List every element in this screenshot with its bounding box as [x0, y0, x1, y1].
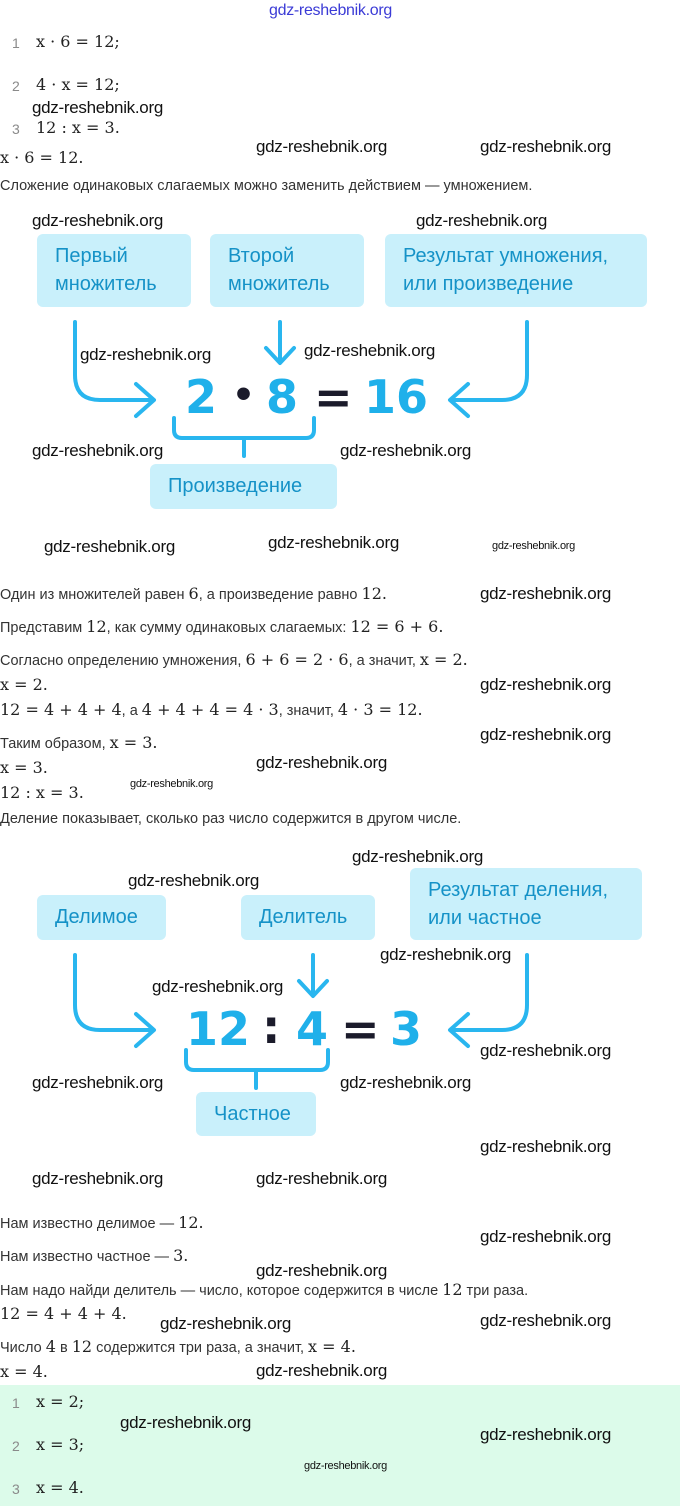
paragraph: Один из множителей равен 6, а произведен…: [0, 584, 387, 604]
paragraph: Нам известно частное — 3.: [0, 1246, 189, 1266]
equation: x · 6 = 12.: [0, 148, 84, 167]
answer-expression: x = 4.: [36, 1478, 84, 1497]
watermark: gdz-reshebnik.org: [32, 211, 163, 230]
watermark: gdz-reshebnik.org: [160, 1314, 291, 1333]
watermark: gdz-reshebnik.org: [340, 441, 471, 460]
watermark: gdz-reshebnik.org: [304, 1460, 387, 1472]
arrowhead: [448, 1012, 470, 1048]
arrowhead: [134, 1012, 156, 1048]
watermark: gdz-reshebnik.org: [32, 1073, 163, 1092]
divide-sign: :: [262, 1000, 281, 1054]
divisor-value: 4: [296, 1002, 329, 1056]
list-number: 1: [12, 1395, 20, 1411]
watermark: gdz-reshebnik.org: [480, 584, 611, 603]
equals-sign: =: [341, 1002, 380, 1056]
factor-a: 2: [185, 370, 218, 424]
list-number: 3: [12, 121, 20, 137]
watermark: gdz-reshebnik.org: [256, 1261, 387, 1280]
arrowhead: [448, 382, 470, 418]
paragraph: 12 = 4 + 4 + 4, а 4 + 4 + 4 = 4 · 3, зна…: [0, 700, 423, 720]
watermark: gdz-reshebnik.org: [492, 540, 575, 552]
paragraph: Нам известно делимое — 12.: [0, 1213, 204, 1233]
watermark: gdz-reshebnik.org: [256, 137, 387, 156]
watermark: gdz-reshebnik.org: [128, 871, 259, 890]
answer-expression: x = 2;: [36, 1392, 85, 1411]
watermark: gdz-reshebnik.org: [32, 1169, 163, 1188]
equals-sign: =: [314, 370, 353, 424]
factor-b: 8: [266, 370, 299, 424]
watermark: gdz-reshebnik.org: [480, 675, 611, 694]
watermark: gdz-reshebnik.org: [480, 1041, 611, 1060]
paragraph: Число 4 в 12 содержится три раза, а знач…: [0, 1337, 356, 1357]
arrow-quotient: [450, 953, 529, 1032]
paragraph: Таким образом, x = 3.: [0, 733, 158, 753]
answer-block: [0, 1385, 680, 1506]
label-first-factor: Первый множитель: [37, 234, 191, 307]
list-number: 2: [12, 1438, 20, 1454]
list-number: 1: [12, 35, 20, 51]
equation: x = 4.: [0, 1362, 48, 1381]
watermark: gdz-reshebnik.org: [304, 341, 435, 360]
multiply-sign: •: [232, 375, 256, 416]
arrow-dividend: [73, 953, 154, 1032]
label-quotient: Частное: [196, 1092, 316, 1136]
watermark: gdz-reshebnik.org: [480, 137, 611, 156]
answer-expression: x = 3;: [36, 1435, 85, 1454]
task-expression: x · 6 = 12;: [36, 32, 120, 51]
label-second-factor: Второй множитель: [210, 234, 364, 307]
dividend-value: 12: [186, 1002, 251, 1056]
watermark: gdz-reshebnik.org: [480, 725, 611, 744]
watermark: gdz-reshebnik.org: [480, 1227, 611, 1246]
arrow-result: [450, 320, 529, 402]
arrowhead: [264, 346, 296, 365]
watermark: gdz-reshebnik.org: [256, 1361, 387, 1380]
watermark[interactable]: gdz-reshebnik.org: [269, 2, 392, 19]
watermark: gdz-reshebnik.org: [416, 211, 547, 230]
equation: 12 : x = 3.: [0, 783, 84, 802]
watermark: gdz-reshebnik.org: [32, 98, 163, 117]
arrowhead: [297, 979, 329, 998]
list-number: 3: [12, 1481, 20, 1497]
equation: x = 2.: [0, 675, 48, 694]
equation: x = 3.: [0, 758, 48, 777]
list-number: 2: [12, 78, 20, 94]
product-value: 16: [364, 370, 429, 424]
paragraph: Деление показывает, сколько раз число со…: [0, 811, 462, 827]
quotient-value: 3: [390, 1002, 423, 1056]
paragraph: Согласно определению умножения, 6 + 6 = …: [0, 650, 468, 670]
watermark: gdz-reshebnik.org: [268, 533, 399, 552]
watermark: gdz-reshebnik.org: [340, 1073, 471, 1092]
task-expression: 12 : x = 3.: [36, 118, 120, 137]
watermark: gdz-reshebnik.org: [32, 441, 163, 460]
arrowhead: [134, 382, 156, 418]
watermark: gdz-reshebnik.org: [256, 1169, 387, 1188]
label-quotient-result: Результат деления, или частное: [410, 868, 642, 940]
label-product-result: Результат умножения, или произведение: [385, 234, 647, 307]
watermark: gdz-reshebnik.org: [380, 945, 511, 964]
label-divisor: Делитель: [241, 895, 375, 940]
watermark: gdz-reshebnik.org: [352, 847, 483, 866]
paragraph: Представим 12, как сумму одинаковых слаг…: [0, 617, 444, 637]
watermark: gdz-reshebnik.org: [256, 753, 387, 772]
watermark: gdz-reshebnik.org: [120, 1413, 251, 1432]
label-dividend: Делимое: [37, 895, 166, 940]
watermark: gdz-reshebnik.org: [480, 1137, 611, 1156]
task-expression: 4 · x = 12;: [36, 75, 120, 94]
watermark: gdz-reshebnik.org: [44, 537, 175, 556]
watermark: gdz-reshebnik.org: [152, 977, 283, 996]
watermark: gdz-reshebnik.org: [130, 778, 213, 790]
watermark: gdz-reshebnik.org: [480, 1311, 611, 1330]
paragraph: Сложение одинаковых слагаемых можно заме…: [0, 178, 533, 194]
watermark: gdz-reshebnik.org: [480, 1425, 611, 1444]
equation: 12 = 4 + 4 + 4.: [0, 1304, 127, 1323]
arrow-first-factor: [73, 320, 154, 402]
paragraph: Нам надо найди делитель — число, которое…: [0, 1280, 529, 1300]
watermark: gdz-reshebnik.org: [80, 345, 211, 364]
label-product: Произведение: [150, 464, 337, 509]
